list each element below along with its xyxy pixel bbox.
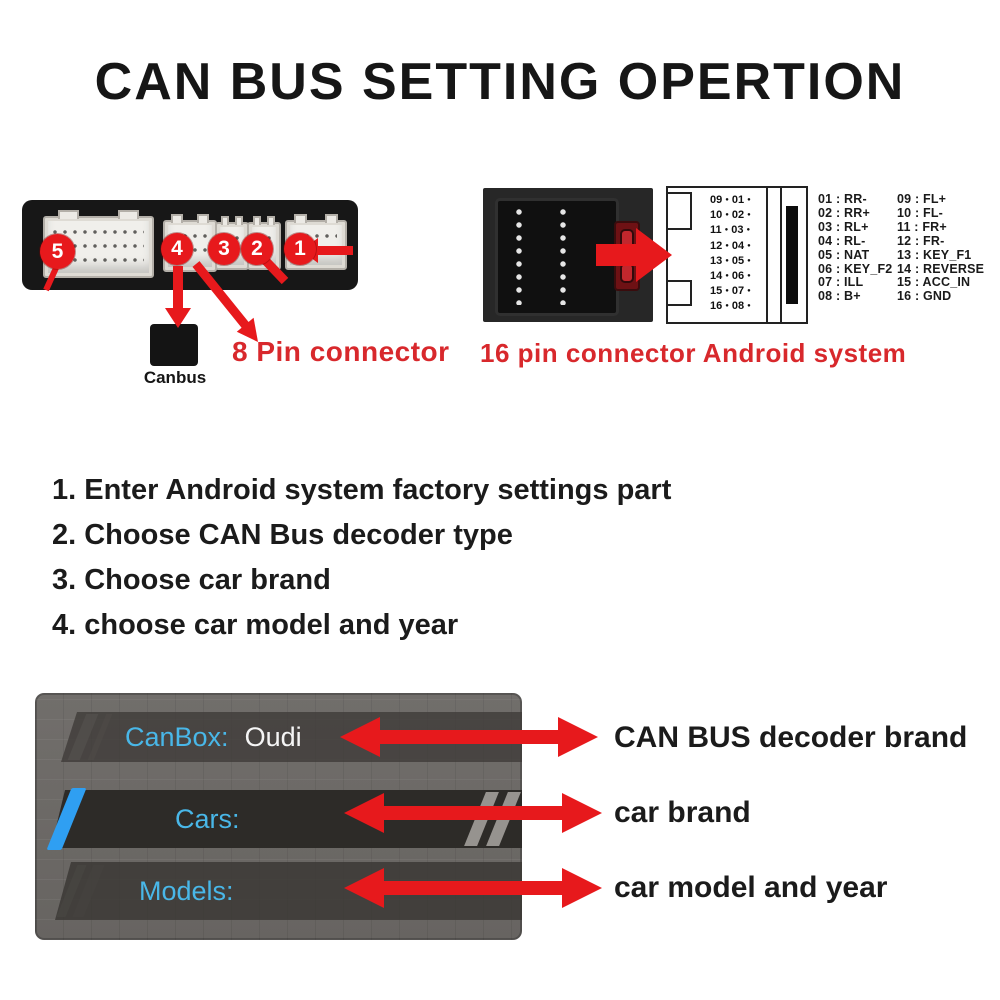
diagram-key-bar — [786, 206, 798, 304]
label-16pin-connector: 16 pin connector Android system — [480, 338, 907, 368]
badge-1: 1 — [284, 233, 316, 265]
pinout-column-1: 01 : RR-02 : RR+ 03 : RL+04 : RL- 05 : N… — [818, 192, 893, 304]
cars-field-label: Cars: — [175, 803, 240, 834]
double-arrow-canbox — [340, 717, 598, 757]
canbus-label: Canbus — [143, 368, 207, 387]
annotation-decoder-brand: CAN BUS decoder brand — [614, 721, 968, 754]
page-title: CAN BUS SETTING OPERTION — [94, 53, 906, 111]
connector-20pin — [43, 210, 154, 278]
double-arrow-models — [344, 868, 602, 908]
pin-diagram-rows: 0901 1002 1103 1204 1305 1406 1507 1608 — [710, 193, 754, 315]
diagram-divider — [766, 188, 768, 322]
connector-housing — [495, 198, 619, 316]
label-8pin-connector: 8 Pin connector — [232, 336, 450, 367]
canbus-box — [150, 324, 198, 366]
annotation-car-brand: car brand — [614, 796, 751, 829]
badge-4: 4 — [161, 233, 193, 265]
step-4: 4. choose car model and year — [52, 609, 459, 641]
pinout-column-2: 09 : FL+10 : FL- 11 : FR+12 : FR- 13 : K… — [897, 192, 985, 304]
pin-diagram: 0901 1002 1103 1204 1305 1406 1507 1608 — [666, 186, 808, 324]
double-arrow-cars — [344, 793, 602, 833]
badge-2: 2 — [241, 233, 273, 265]
harness-arrows — [43, 238, 353, 342]
step-2: 2. Choose CAN Bus decoder type — [52, 519, 513, 551]
diagram-divider — [780, 188, 782, 322]
canbox-field-value: Oudi — [244, 721, 302, 752]
diagram-notch — [666, 280, 692, 306]
annotation-car-model-year: car model and year — [614, 871, 888, 904]
badge-3: 3 — [208, 233, 240, 265]
step-1: 1. Enter Android system factory settings… — [52, 474, 672, 506]
pin-grid — [295, 234, 337, 242]
badge-5: 5 — [40, 234, 75, 269]
instruction-steps: 1. Enter Android system factory settings… — [52, 468, 671, 648]
canbox-field-label: CanBox: — [125, 721, 229, 752]
diagram-notch — [666, 192, 692, 230]
pin-dots — [516, 209, 596, 305]
models-field-label: Models: — [139, 875, 234, 906]
step-3: 3. Choose car brand — [52, 564, 331, 596]
right-arrow-icon — [596, 228, 672, 282]
